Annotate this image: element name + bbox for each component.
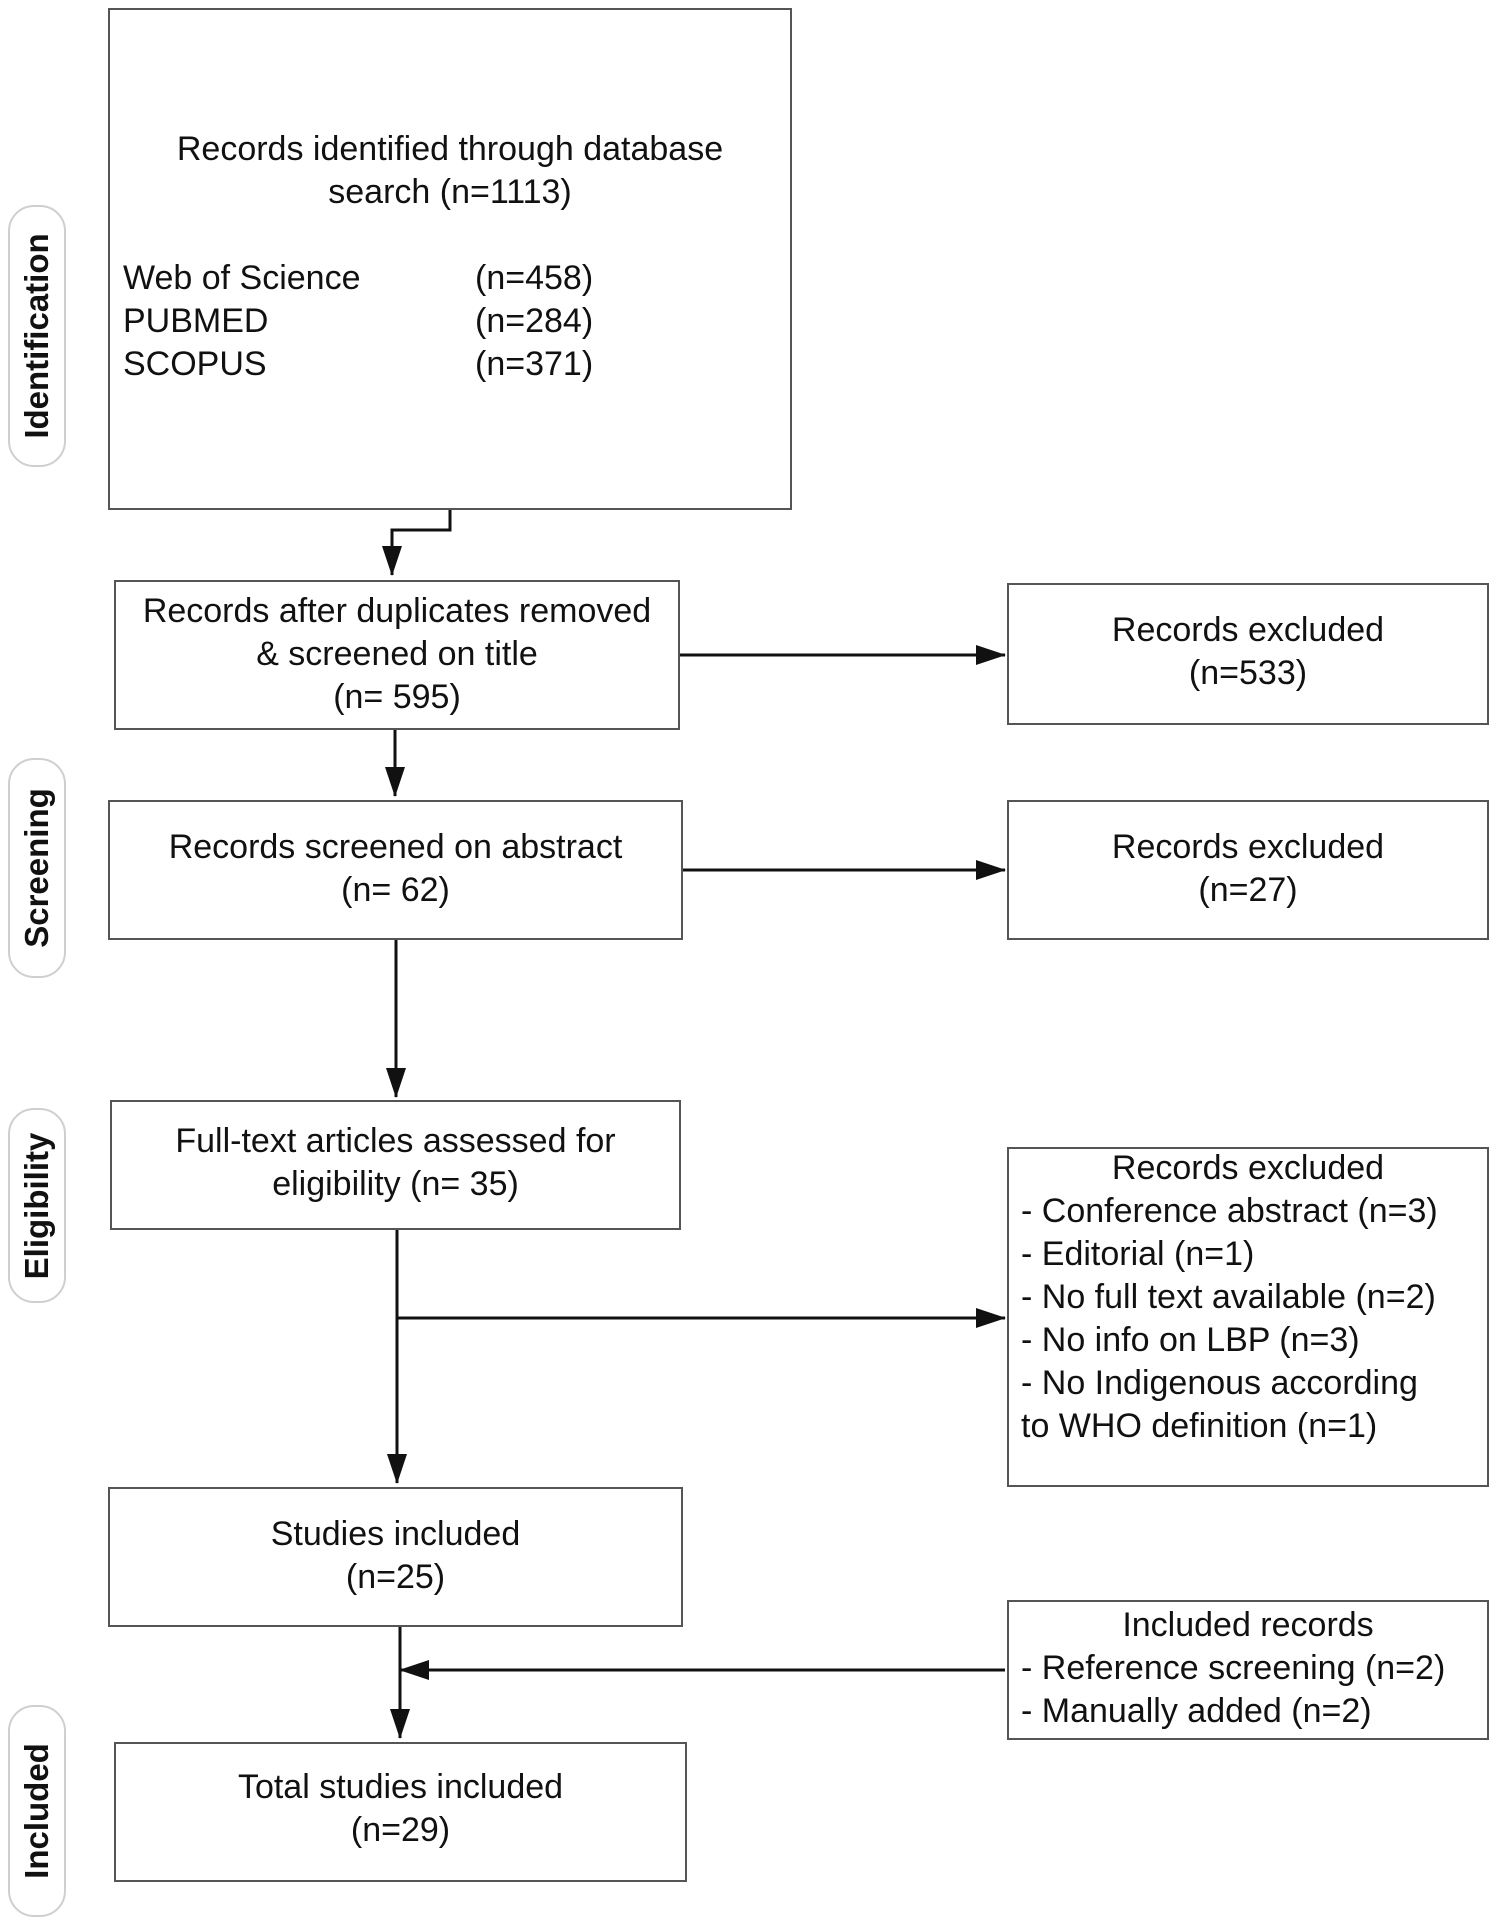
- stage-identification: Identification: [8, 205, 66, 467]
- duplicates-removed-line1: Records after duplicates removed: [142, 592, 652, 630]
- excluded-fulltext-title: Records excluded: [1111, 1149, 1385, 1187]
- studies-included-line2: (n=25): [345, 1558, 446, 1596]
- included-records-item: - Reference screening (n=2): [1021, 1649, 1446, 1687]
- stage-screening: Screening: [8, 758, 66, 978]
- records-identified-box: Records identified through database sear…: [108, 8, 792, 510]
- source-count-web-of-science: (n=458): [475, 259, 594, 297]
- duplicates-removed-line2: & screened on title: [256, 635, 538, 673]
- source-name-scopus: SCOPUS: [123, 345, 267, 383]
- studies-included-line1: Studies included: [270, 1515, 521, 1553]
- duplicates-removed-box: Records after duplicates removed & scree…: [114, 580, 680, 730]
- excluded-abstract-box: Records excluded (n=27): [1007, 800, 1489, 940]
- excluded-fulltext-item: - No full text available (n=2): [1021, 1278, 1436, 1316]
- fulltext-box: Full-text articles assessed for eligibil…: [110, 1100, 681, 1230]
- excluded-fulltext-item: to WHO definition (n=1): [1021, 1407, 1378, 1445]
- stage-eligibility: Eligibility: [8, 1108, 66, 1303]
- excluded-title-box: Records excluded (n=533): [1007, 583, 1489, 725]
- excluded-abstract-line2: (n=27): [1198, 871, 1298, 909]
- excluded-fulltext-box: Records excluded - Conference abstract (…: [1007, 1147, 1489, 1487]
- total-included-box: Total studies included (n=29): [114, 1742, 687, 1882]
- included-records-title: Included records: [1122, 1606, 1374, 1644]
- source-name-pubmed: PUBMED: [123, 302, 269, 340]
- records-identified-line1: Records identified through database: [176, 130, 724, 168]
- total-included-line2: (n=29): [350, 1811, 451, 1849]
- included-records-box: Included records - Reference screening (…: [1007, 1600, 1489, 1740]
- fulltext-line1: Full-text articles assessed for: [175, 1122, 616, 1160]
- stage-included: Included: [8, 1705, 66, 1917]
- records-identified-line2: search (n=1113): [328, 173, 572, 211]
- source-name-web-of-science: Web of Science: [123, 259, 361, 297]
- excluded-abstract-line1: Records excluded: [1111, 828, 1385, 866]
- studies-included-box: Studies included (n=25): [108, 1487, 683, 1627]
- excluded-fulltext-item: - No Indigenous according: [1021, 1364, 1418, 1402]
- excluded-title-line2: (n=533): [1188, 654, 1308, 692]
- excluded-fulltext-item: - No info on LBP (n=3): [1021, 1321, 1360, 1359]
- screened-abstract-line2: (n= 62): [341, 871, 450, 909]
- excluded-fulltext-item: - Editorial (n=1): [1021, 1235, 1255, 1273]
- included-records-item: - Manually added (n=2): [1021, 1692, 1372, 1730]
- fulltext-line2: eligibility (n= 35): [272, 1165, 519, 1203]
- source-count-pubmed: (n=284): [475, 302, 594, 340]
- connector-identified-to-duplicates: [382, 507, 452, 576]
- source-count-scopus: (n=371): [475, 345, 594, 383]
- screened-abstract-line1: Records screened on abstract: [168, 828, 623, 866]
- excluded-fulltext-item: - Conference abstract (n=3): [1021, 1192, 1438, 1230]
- screened-abstract-box: Records screened on abstract (n= 62): [108, 800, 683, 940]
- duplicates-removed-line3: (n= 595): [333, 678, 461, 716]
- total-included-line1: Total studies included: [237, 1768, 564, 1806]
- excluded-title-line1: Records excluded: [1111, 611, 1385, 649]
